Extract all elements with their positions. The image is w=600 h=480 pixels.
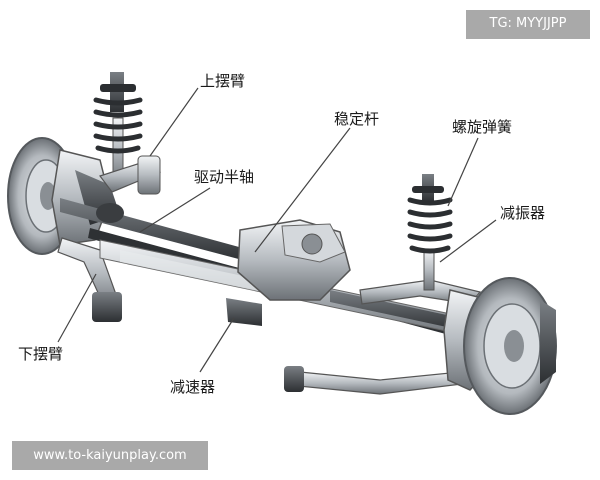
left-knuckle — [51, 149, 120, 246]
left-lower-arm — [57, 237, 122, 322]
watermark-website: www.to-kaiyunplay.com — [12, 441, 208, 470]
right-shock-absorber — [412, 174, 444, 291]
leader-shock-absorber — [439, 219, 497, 263]
leader-lines — [57, 87, 497, 373]
leader-lower-arm — [57, 273, 97, 343]
watermark-telegram: TG: MYYJJPP — [466, 10, 590, 39]
right-brake-disc — [463, 277, 557, 415]
leader-upper-arm — [149, 87, 199, 157]
left-upper-arm — [99, 155, 161, 195]
leader-reducer — [199, 317, 235, 373]
label-drive-half-shaft: 驱动半轴 — [194, 168, 255, 186]
reducer-housing — [226, 219, 351, 326]
leader-stabilizer-bar — [254, 127, 351, 253]
label-upper-arm: 上摆臂 — [200, 72, 246, 90]
label-lower-arm: 下摆臂 — [18, 345, 64, 363]
left-coil-spring — [93, 97, 143, 154]
label-shock-absorber: 减振器 — [500, 204, 546, 222]
label-reducer: 减速器 — [170, 378, 216, 396]
leader-coil-spring — [447, 137, 479, 207]
label-coil-spring: 螺旋弹簧 — [452, 118, 513, 136]
label-stabilizer-bar: 稳定杆 — [334, 110, 380, 128]
left-drive-half-shaft — [60, 198, 250, 262]
leader-drive-half-shaft — [139, 187, 211, 233]
right-coil-spring — [407, 197, 453, 254]
right-lower-arm — [284, 366, 463, 395]
